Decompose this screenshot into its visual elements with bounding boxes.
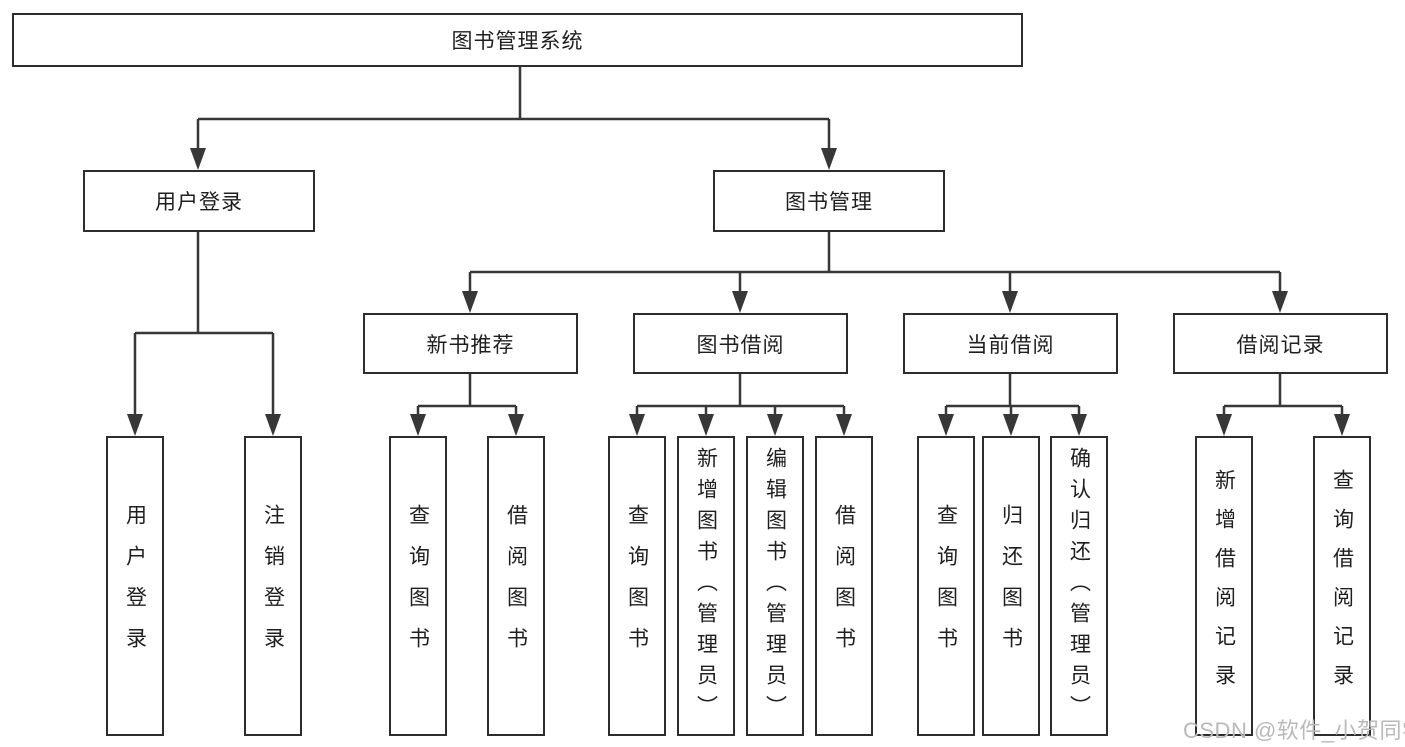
leaf-borrowing-borrow-books: 借阅图书 xyxy=(815,436,873,736)
leaf-records-add-record: 新增借阅记录 xyxy=(1195,436,1253,736)
leaf-label: 用户登录 xyxy=(123,504,147,668)
leaf-label: 查询借阅记录 xyxy=(1330,469,1354,703)
node-new-book-recommend: 新书推荐 xyxy=(363,313,578,374)
leaf-borrowing-edit-books-admin: 编辑图书（管理员） xyxy=(746,436,804,736)
leaf-label: 新增图书（管理员） xyxy=(694,446,718,726)
node-label: 图书借阅 xyxy=(696,333,785,357)
leaf-label: 查询图书 xyxy=(934,504,958,668)
leaf-current-confirm-return-admin: 确认归还（管理员） xyxy=(1050,436,1108,736)
leaf-borrowing-add-books-admin: 新增图书（管理员） xyxy=(677,436,735,736)
leaf-label: 查询图书 xyxy=(406,504,430,668)
leaf-label: 新增借阅记录 xyxy=(1212,469,1236,703)
node-label: 借阅记录 xyxy=(1236,333,1325,357)
node-library-management-system: 图书管理系统 xyxy=(12,13,1023,67)
leaf-label: 确认归还（管理员） xyxy=(1067,446,1091,726)
leaf-label: 查询图书 xyxy=(625,504,649,668)
leaf-label: 借阅图书 xyxy=(504,504,528,668)
leaf-label: 借阅图书 xyxy=(832,504,856,668)
leaf-current-query-books: 查询图书 xyxy=(917,436,975,736)
leaf-recommend-query-books: 查询图书 xyxy=(389,436,447,736)
leaf-user-login: 用户登录 xyxy=(106,436,164,736)
node-label: 图书管理系统 xyxy=(451,30,584,53)
node-book-borrowing: 图书借阅 xyxy=(633,313,848,374)
leaf-records-query-record: 查询借阅记录 xyxy=(1313,436,1371,736)
leaf-current-return-books: 归还图书 xyxy=(982,436,1040,736)
leaf-label: 注销登录 xyxy=(261,504,285,668)
leaf-label: 编辑图书（管理员） xyxy=(763,446,787,726)
node-label: 当前借阅 xyxy=(966,333,1055,357)
node-label: 新书推荐 xyxy=(426,333,515,357)
leaf-logout: 注销登录 xyxy=(244,436,302,736)
node-book-management: 图书管理 xyxy=(713,170,945,232)
node-label: 用户登录 xyxy=(155,191,243,214)
csdn-watermark: CSDN @软件_小贺同学 xyxy=(1183,718,1405,743)
node-label: 图书管理 xyxy=(785,191,873,214)
leaf-recommend-borrow-books: 借阅图书 xyxy=(487,436,545,736)
node-user-login: 用户登录 xyxy=(83,170,315,232)
leaf-label: 归还图书 xyxy=(999,504,1023,668)
node-current-borrowing: 当前借阅 xyxy=(903,313,1118,374)
leaf-borrowing-query-books: 查询图书 xyxy=(608,436,666,736)
node-borrowing-records: 借阅记录 xyxy=(1173,313,1388,374)
